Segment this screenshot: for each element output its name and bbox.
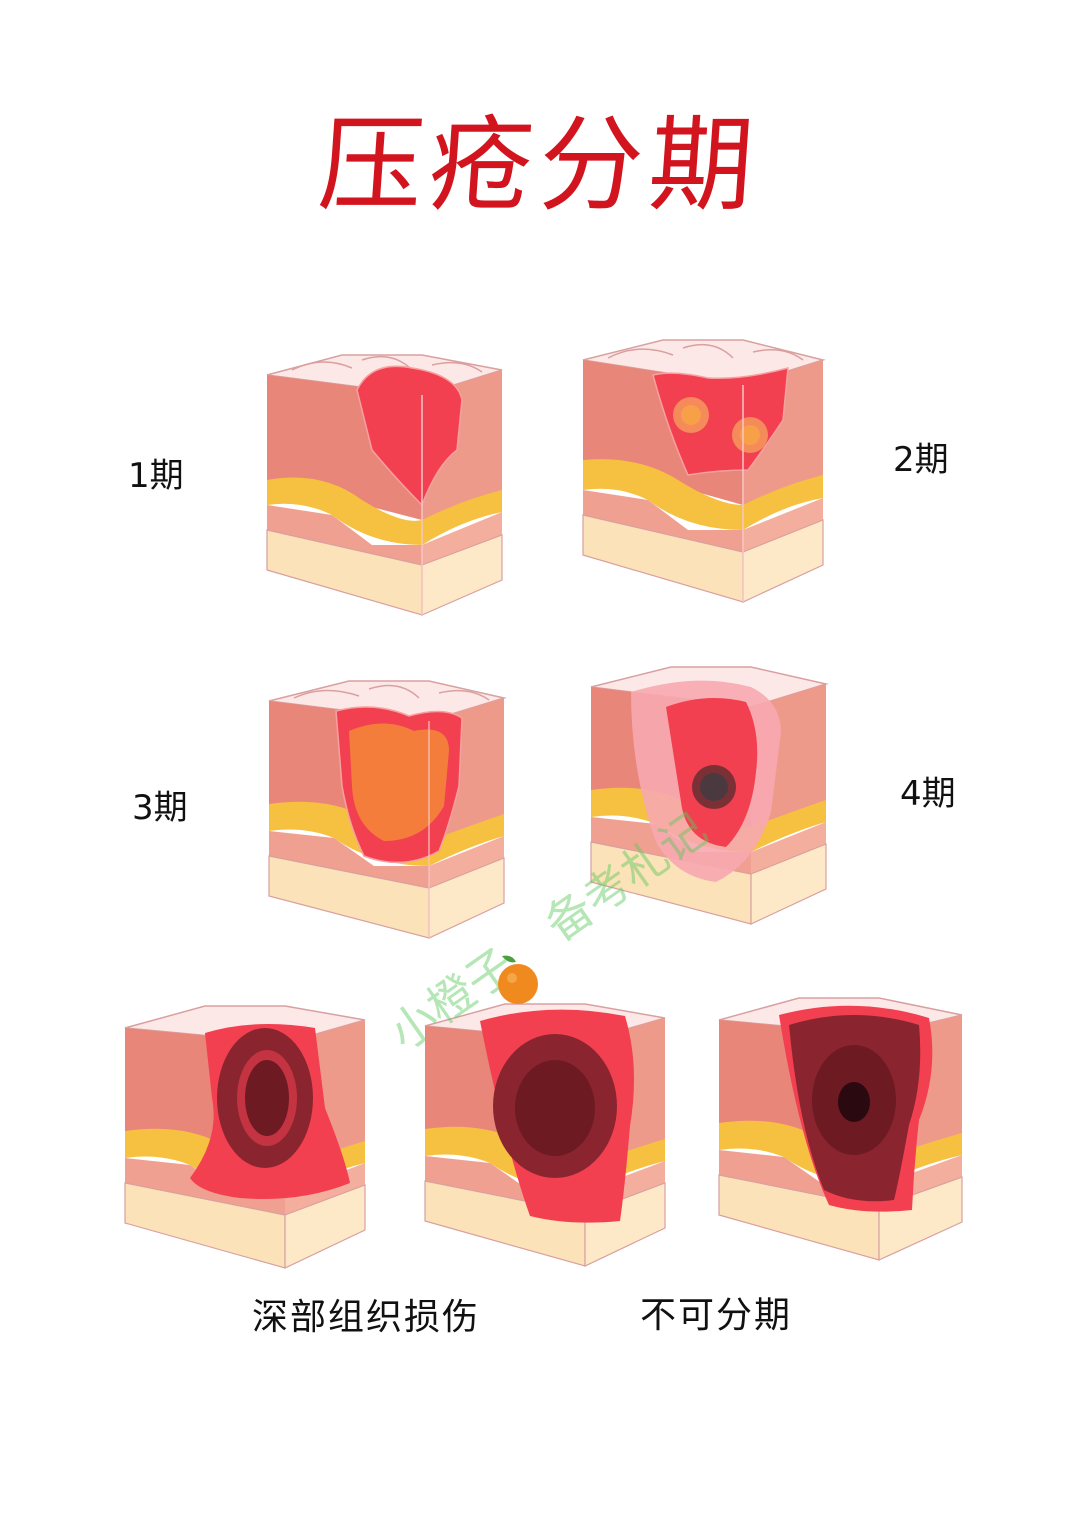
stage-1-illustration [266, 354, 503, 616]
stage-1-label: 1期 [128, 456, 184, 496]
stage-2-illustration [582, 339, 826, 603]
caption-unstageable: 不可分期 [640, 1295, 793, 1336]
page-title: 压疮分期 [315, 104, 764, 226]
caption-deep-tissue-injury: 深部组织损伤 [252, 1297, 481, 1338]
deep-tissue-illustration-1 [124, 1005, 366, 1269]
deep-tissue-illustration-2 [424, 1003, 666, 1267]
stage-3-illustration [268, 680, 507, 939]
stage-4-illustration [590, 666, 829, 925]
unstageable-illustration [718, 997, 963, 1261]
stage-3-label: 3期 [132, 788, 188, 828]
orange-icon [498, 955, 538, 1004]
watermark-right-text: 备考札记 [535, 802, 717, 952]
stage-4-label: 4期 [900, 774, 956, 814]
stage-2-label: 2期 [893, 440, 949, 480]
